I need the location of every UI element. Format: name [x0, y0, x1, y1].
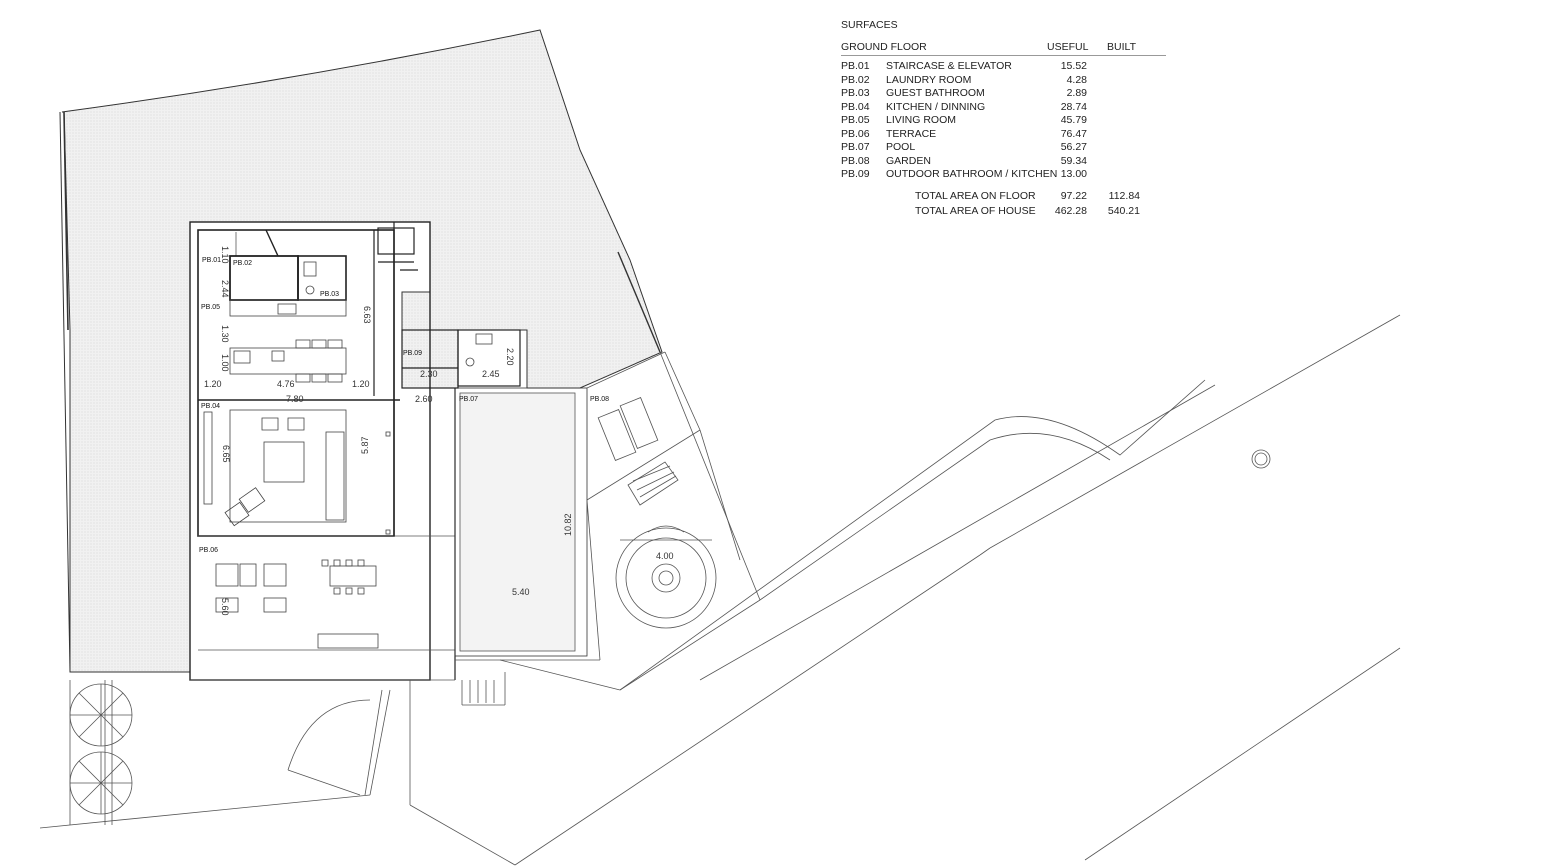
- table-row: PB.07 POOL 56.27: [841, 141, 1171, 155]
- header-useful: USEFUL: [1047, 41, 1089, 53]
- room-label-pb09: PB.09: [403, 350, 422, 357]
- room-code: PB.04: [841, 100, 870, 113]
- table-row: PB.08 GARDEN 59.34: [841, 155, 1171, 169]
- total-name: TOTAL AREA ON FLOOR: [915, 189, 1036, 202]
- room-code: PB.02: [841, 73, 870, 86]
- table-row: PB.02 LAUNDRY ROOM 4.28: [841, 74, 1171, 88]
- surfaces-header: GROUND FLOOR USEFUL BUILT: [841, 39, 1166, 56]
- header-floor: GROUND FLOOR: [841, 41, 927, 53]
- surfaces-title: SURFACES: [841, 19, 898, 31]
- room-useful: 15.52: [1060, 60, 1087, 72]
- dimension-label: 5.87: [360, 436, 370, 454]
- dimension-label: 6.65: [221, 445, 231, 463]
- table-row: PB.06 TERRACE 76.47: [841, 128, 1171, 142]
- table-row: PB.05 LIVING ROOM 45.79: [841, 114, 1171, 128]
- room-code: PB.07: [841, 141, 870, 153]
- dimension-label: 4.76: [277, 379, 295, 389]
- surfaces-table: SURFACES GROUND FLOOR USEFUL BUILT PB.01…: [841, 17, 1171, 220]
- room-name: GUEST BATHROOM: [886, 87, 985, 99]
- room-name: OUTDOOR BATHROOM / KITCHEN: [886, 168, 1058, 180]
- room-code: PB.09: [841, 168, 870, 180]
- room-code: PB.01: [841, 60, 870, 72]
- room-name: LIVING ROOM: [886, 114, 957, 126]
- room-useful: 4.28: [1066, 73, 1087, 86]
- room-useful: 56.27: [1060, 141, 1087, 153]
- room-label-pb04: PB.04: [201, 403, 220, 410]
- room-label-pb05: PB.05: [201, 304, 220, 311]
- table-row: PB.04 KITCHEN / DINNING 28.74: [841, 101, 1171, 115]
- dimension-label: 7.80: [286, 394, 304, 404]
- dimension-labels: 1.10 2.44 1.30 1.00 6.63 1.20 4.76 1.20 …: [204, 246, 674, 616]
- room-name: POOL: [886, 141, 916, 153]
- dimension-label: 4.00: [656, 551, 674, 561]
- room-code: PB.08: [841, 154, 870, 167]
- room-label-pb02: PB.02: [233, 260, 252, 267]
- room-label-pb01: PB.01: [202, 257, 221, 264]
- dimension-label: 1.20: [204, 379, 222, 389]
- room-label-pb07: PB.07: [459, 396, 478, 403]
- dimension-label: 10.82: [563, 513, 573, 536]
- room-name: GARDEN: [886, 154, 931, 167]
- dimension-label: 1.30: [220, 325, 230, 343]
- dimension-label: 2.30: [420, 369, 438, 379]
- room-code: PB.06: [841, 127, 870, 140]
- room-name: STAIRCASE & ELEVATOR: [886, 60, 1012, 72]
- surfaces-totals: TOTAL AREA ON FLOOR 97.22 112.84 TOTAL ARE…: [841, 189, 1171, 220]
- room-useful: 76.47: [1060, 127, 1087, 140]
- total-built: 112.84: [1108, 189, 1140, 202]
- dimension-label: 5.60: [220, 598, 230, 616]
- total-row: TOTAL AREA OF HOUSE 462.28 540.21: [841, 204, 1171, 220]
- room-name: KITCHEN / DINNING: [886, 100, 986, 113]
- room-name: LAUNDRY ROOM: [886, 73, 972, 86]
- total-row: TOTAL AREA ON FLOOR 97.22 112.84: [841, 189, 1171, 205]
- exterior-lines: [39, 221, 1401, 866]
- surfaces-rows: PB.01 STAIRCASE & ELEVATOR 15.52 PB.02 LAUN…: [841, 60, 1171, 182]
- hatched-plot-area: [59, 29, 663, 673]
- dimension-label: 2.44: [220, 280, 230, 298]
- dimension-label: 6.63: [362, 306, 372, 324]
- room-label-pb03: PB.03: [320, 291, 339, 298]
- house-walls: [229, 222, 521, 536]
- room-useful: 45.79: [1060, 114, 1087, 126]
- dimension-label: 1.20: [352, 379, 370, 389]
- room-useful: 59.34: [1060, 154, 1087, 167]
- dimension-label: 2.60: [415, 394, 433, 404]
- furniture: [203, 261, 493, 649]
- table-row: PB.03 GUEST BATHROOM 2.89: [841, 87, 1171, 101]
- dimension-label: 2.45: [482, 369, 500, 379]
- room-useful: 13.00: [1060, 168, 1087, 180]
- room-label-pb06: PB.06: [199, 547, 218, 554]
- room-useful: 2.89: [1066, 87, 1087, 99]
- dimension-label: 2.20: [505, 348, 515, 366]
- table-row: PB.01 STAIRCASE & ELEVATOR 15.52: [841, 60, 1171, 74]
- header-built: BUILT: [1107, 41, 1136, 53]
- room-code: PB.03: [841, 87, 870, 99]
- total-useful: 462.28: [1054, 205, 1087, 217]
- dimension-label: 5.40: [512, 587, 530, 597]
- total-built: 540.21: [1107, 205, 1140, 217]
- room-name: TERRACE: [886, 127, 937, 140]
- dimension-label: 1.00: [220, 354, 230, 372]
- room-label-pb08: PB.08: [590, 396, 609, 403]
- dimension-label: 1.10: [220, 246, 230, 264]
- room-useful: 28.74: [1060, 100, 1087, 113]
- room-labels: PB.01 PB.02 PB.03 PB.04 PB.05 PB.06 PB.0…: [199, 257, 609, 554]
- total-useful: 97.22: [1060, 189, 1087, 202]
- total-name: TOTAL AREA OF HOUSE: [915, 205, 1036, 217]
- room-code: PB.05: [841, 114, 870, 126]
